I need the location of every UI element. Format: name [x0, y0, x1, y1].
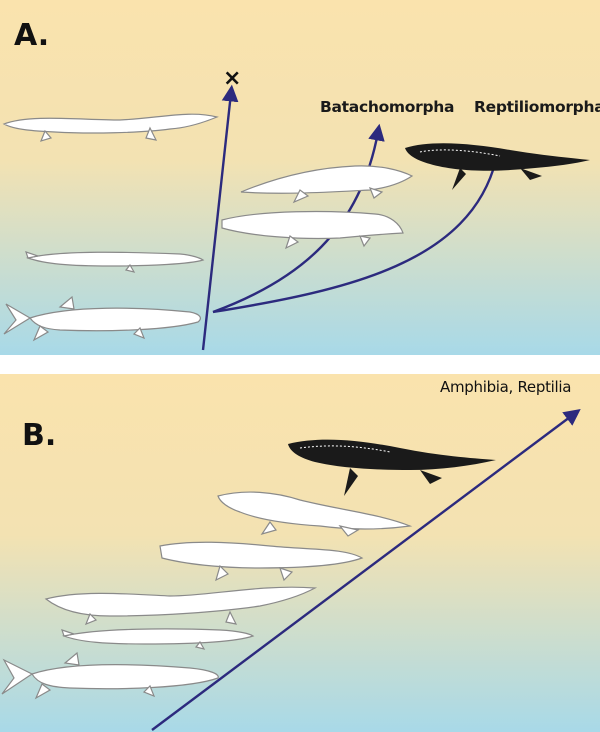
- batrachomorpha-label: Batachomorpha: [320, 98, 455, 116]
- panel-a-letter: A.: [14, 18, 50, 53]
- long-tetrapod-silhouette-b: [44, 586, 318, 626]
- reptile-silhouette: [405, 143, 590, 190]
- panel-b: B. Amphibia, Reptilia: [0, 374, 600, 732]
- panel-a: A. × Batachomorpha Reptiliomorpha: [0, 0, 600, 355]
- salamander-silhouette-b: [159, 541, 364, 582]
- amphibia-reptilia-label: Amphibia, Reptilia: [440, 378, 572, 396]
- panel-b-drawing: [0, 374, 600, 732]
- extinct-lineage-line: [201, 84, 239, 351]
- reptiliomorpha-label: Reptiliomorpha: [474, 98, 600, 116]
- reptile-silhouette-b: [288, 439, 496, 496]
- newt-silhouette-b: [217, 491, 413, 537]
- newt-silhouette: [240, 165, 414, 204]
- reptiliomorpha-lineage-line: [212, 151, 503, 314]
- single-lineage-line: [151, 408, 581, 731]
- extinct-marker: ×: [223, 66, 242, 91]
- long-tetrapod-silhouette: [2, 113, 219, 142]
- panel-a-drawing: [0, 0, 600, 355]
- panel-b-letter: B.: [22, 418, 57, 453]
- lobe-finned-fish-silhouette-b: [1, 651, 219, 700]
- slender-fish-silhouette-b: [61, 628, 255, 650]
- salamander-silhouette: [221, 210, 404, 250]
- slender-fish-silhouette: [25, 251, 205, 273]
- lobe-finned-fish-silhouette: [3, 295, 201, 342]
